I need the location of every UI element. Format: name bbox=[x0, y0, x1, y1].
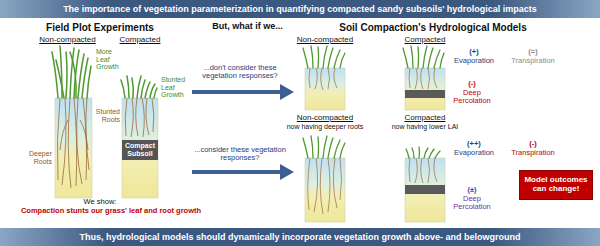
grass-leaves bbox=[52, 46, 157, 98]
section-heading: But, what if we... bbox=[190, 22, 305, 32]
title-banner: The importance of vegetation parameteriz… bbox=[0, 0, 600, 18]
soil-column bbox=[55, 98, 92, 198]
column-heading: Compacted bbox=[105, 36, 175, 45]
column-heading: Compacted bbox=[375, 114, 475, 123]
root-label: Deeper Roots bbox=[20, 150, 52, 165]
flux-label: Transpiration bbox=[503, 149, 563, 157]
compact-layer bbox=[405, 185, 445, 194]
arrow-label: ...don't consider these vegetation respo… bbox=[190, 64, 290, 81]
flow-arrow bbox=[192, 84, 294, 180]
flux-label: Evaporation bbox=[448, 57, 500, 65]
title-text: The importance of vegetation parameteriz… bbox=[63, 4, 537, 14]
column-subheading: now having deeper roots bbox=[275, 123, 375, 131]
effect-sign: (+) bbox=[448, 48, 500, 56]
grass-roots bbox=[308, 68, 437, 214]
soil-column bbox=[122, 98, 158, 198]
caption-text: Thus, hydrological models should dynamic… bbox=[79, 232, 520, 242]
section-heading: Field Plot Experiments bbox=[20, 22, 180, 33]
root-label: Stunted Roots bbox=[92, 108, 120, 123]
flux-label: Transpiration bbox=[503, 57, 563, 65]
box-text: Compact Subsoil bbox=[124, 142, 156, 157]
compact-layer bbox=[405, 90, 445, 98]
column-heading: Non-compacted bbox=[285, 36, 365, 45]
note-heading: We show: bbox=[40, 198, 160, 206]
compact-subsoil-band: Compact Subsoil bbox=[122, 140, 158, 160]
flux-label: Evaporation bbox=[448, 149, 500, 157]
arrow-label: ...consider these vegetation responses? bbox=[190, 146, 290, 163]
leaf-label: More Leaf Growth bbox=[96, 48, 122, 71]
grass-leaves bbox=[303, 46, 444, 158]
box-text: Model outcomes can change! bbox=[522, 176, 590, 194]
column-heading: Non-compacted bbox=[30, 36, 105, 45]
caption-banner: Thus, hydrological models should dynamic… bbox=[0, 228, 600, 246]
column-subheading: now having lower LAI bbox=[375, 123, 475, 131]
effect-sign: (±) bbox=[448, 186, 496, 194]
effect-sign: (=) bbox=[503, 48, 563, 56]
column-heading: Non-compacted bbox=[275, 114, 375, 123]
soil-column bbox=[405, 68, 445, 110]
effect-sign: (++) bbox=[448, 140, 500, 148]
flux-label: Deep Percolation bbox=[448, 195, 496, 212]
column-heading: Compacted bbox=[390, 36, 460, 45]
outcome-box: Model outcomes can change! bbox=[519, 170, 593, 200]
section-heading: Soil Compaction's Hydrological Models bbox=[308, 22, 558, 33]
finding-text: Compaction stunts our grass' leaf and ro… bbox=[4, 207, 218, 215]
soil-column bbox=[305, 68, 345, 110]
effect-sign: (-) bbox=[503, 140, 563, 148]
soil-column bbox=[405, 158, 445, 222]
leaf-label: Stunted Leaf Growth bbox=[161, 76, 187, 99]
flux-label: Deep Percolation bbox=[448, 89, 496, 106]
effect-sign: (-) bbox=[448, 80, 496, 88]
soil-column bbox=[305, 158, 345, 222]
